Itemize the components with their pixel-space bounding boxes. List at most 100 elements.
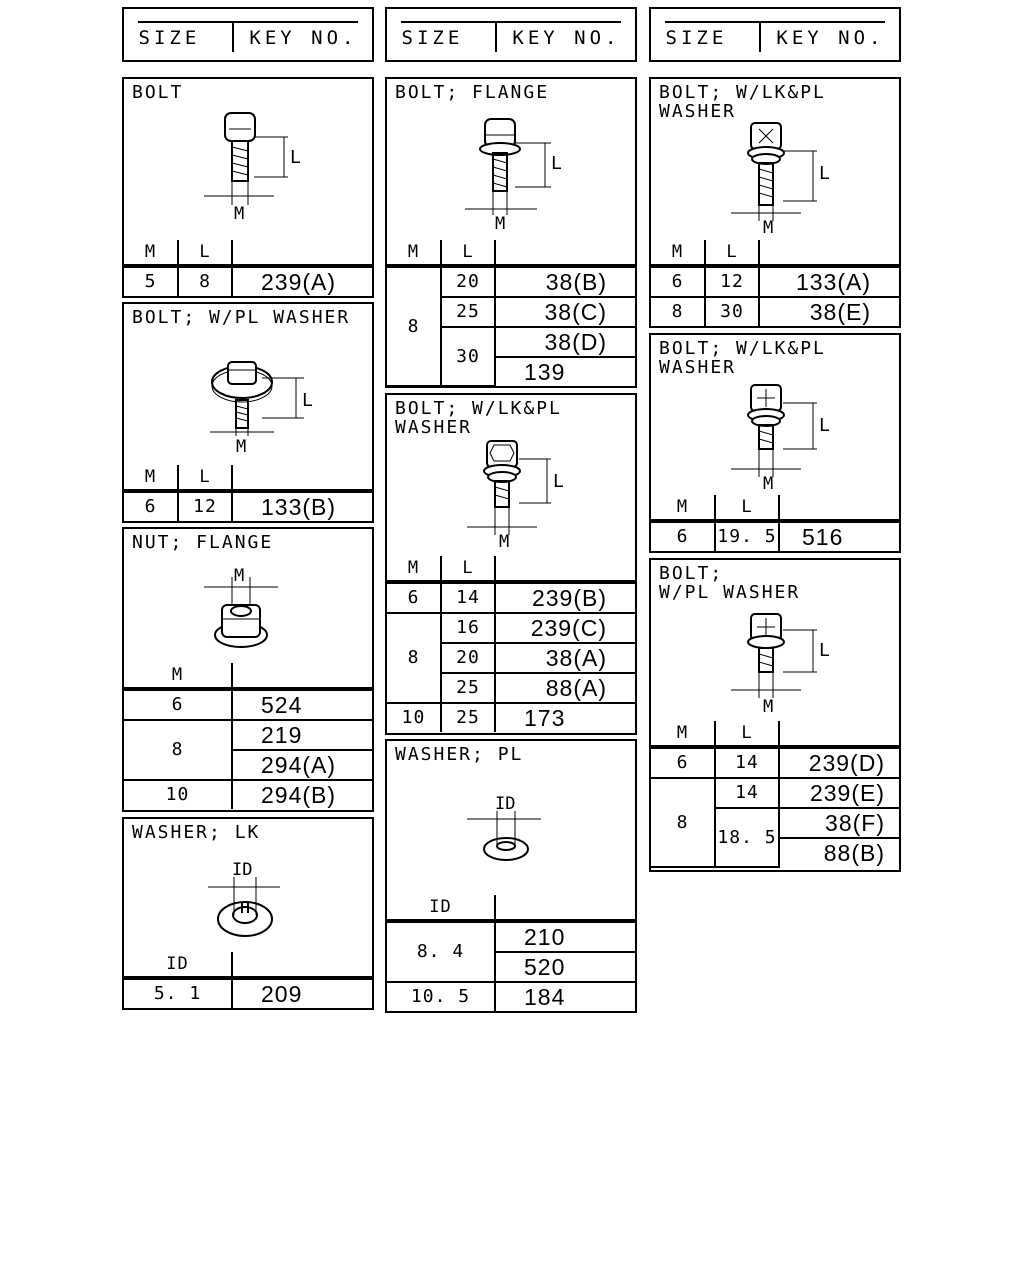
key-no-cell: 38(F) xyxy=(779,808,899,839)
table-cell: 8. 4 xyxy=(387,919,496,983)
key-no-cell: 239(D) xyxy=(779,745,899,779)
table-cell: 10. 5 xyxy=(387,982,496,1011)
header-box-2: SIZE KEY NO. xyxy=(385,7,637,62)
key-no-cell: 294(B) xyxy=(261,782,337,808)
svg-text:M: M xyxy=(763,218,773,238)
flange-bolt-icon: L M xyxy=(465,118,562,234)
key-no-cell: 88(B) xyxy=(823,840,885,866)
key-no-cell: 219 xyxy=(232,720,372,751)
table-cell: 6 xyxy=(387,580,442,614)
svg-text:L: L xyxy=(819,640,830,661)
key-no-cell: 38(C) xyxy=(495,297,635,328)
bolt-with-lock-and-plain-washer-icon: L M xyxy=(731,122,830,238)
table-cell: 25 xyxy=(441,703,496,732)
panel-title: WASHER; PL xyxy=(395,744,524,765)
table-cell: 16 xyxy=(441,613,496,644)
key-no-cell: 139 xyxy=(524,359,566,385)
table-cell: 6 xyxy=(651,264,706,298)
panel-title: BOLT; W/LK&PL WASHER xyxy=(659,82,826,122)
svg-text:L: L xyxy=(553,471,564,492)
table-cell: 8 xyxy=(178,264,233,296)
table-cell: 30 xyxy=(441,327,496,387)
table-cell: 20 xyxy=(441,643,496,674)
key-no-cell: 38(E) xyxy=(809,299,871,325)
svg-text:L: L xyxy=(551,153,562,174)
panel-title: BOLT; W/PL WASHER xyxy=(659,563,801,603)
key-no-cell: 38(A) xyxy=(495,643,635,674)
panel-title: NUT; FLANGE xyxy=(132,532,274,553)
table-cell: 5. 1 xyxy=(124,976,233,1008)
bolt-with-lock-and-plain-washer-icon: L M xyxy=(731,384,830,494)
table-cell: 25 xyxy=(441,673,496,704)
svg-text:L: L xyxy=(302,390,313,411)
table-cell: 12 xyxy=(178,489,233,521)
table-cell: 12 xyxy=(705,264,760,298)
key-no-cell: 524 xyxy=(232,687,372,721)
panel-title: WASHER; LK xyxy=(132,822,261,843)
svg-text:M: M xyxy=(495,214,505,234)
svg-text:ID: ID xyxy=(495,794,515,814)
header-box-3: SIZE KEY NO. xyxy=(649,7,901,62)
table-cell: 30 xyxy=(705,297,760,326)
key-no-label: KEY NO. xyxy=(512,26,621,49)
table-cell: 8 xyxy=(651,778,716,868)
table-cell: 14 xyxy=(715,745,780,779)
panel-title: BOLT xyxy=(132,82,184,103)
key-no-cell: 133(A) xyxy=(759,264,899,298)
size-label: SIZE xyxy=(401,26,464,49)
svg-text:L: L xyxy=(819,163,830,184)
bolt-with-plain-washer-icon: L M xyxy=(731,613,830,717)
svg-text:M: M xyxy=(499,532,509,552)
key-no-cell: 210 xyxy=(495,919,635,953)
table-cell: 6 xyxy=(124,687,233,721)
panel-title: BOLT; W/LK&PL WASHER xyxy=(659,338,826,378)
size-label: SIZE xyxy=(138,26,201,49)
key-no-cell: 239(A) xyxy=(232,264,372,296)
table-cell: 25 xyxy=(441,297,496,328)
panel-title: BOLT; FLANGE xyxy=(395,82,550,103)
table-cell: 8 xyxy=(387,264,442,387)
size-label: SIZE xyxy=(665,26,728,49)
plain-washer-icon: ID xyxy=(467,794,541,861)
key-no-cell: 239(E) xyxy=(779,778,899,809)
table-cell: 19. 5 xyxy=(715,519,780,551)
table-cell: 10 xyxy=(387,703,442,732)
panel-title: BOLT; W/LK&PL WASHER xyxy=(395,398,562,438)
bolt-with-lock-and-plain-washer-icon: L M xyxy=(467,440,564,552)
table-cell: 14 xyxy=(715,778,780,809)
key-no-label: KEY NO. xyxy=(776,26,885,49)
lock-washer-icon: ID xyxy=(208,860,280,937)
key-no-cell: 133(B) xyxy=(232,489,372,521)
key-no-cell: 516 xyxy=(779,519,899,551)
table-cell: 6 xyxy=(651,745,716,779)
svg-text:ID: ID xyxy=(232,860,252,880)
table-cell: 5 xyxy=(124,264,179,296)
svg-text:M: M xyxy=(763,474,773,494)
flange-nut-icon: M xyxy=(204,566,278,648)
table-cell: 8 xyxy=(124,720,233,781)
key-no-cell: 38(B) xyxy=(495,264,635,298)
bolt-icon: L M xyxy=(204,112,301,224)
table-cell: 6 xyxy=(651,519,716,551)
key-no-label: KEY NO. xyxy=(249,26,358,49)
key-no-cell: 88(A) xyxy=(495,673,635,704)
key-no-cell: 209 xyxy=(232,976,372,1008)
header-box-1: SIZE KEY NO. xyxy=(122,7,374,62)
key-no-cell: 294(A) xyxy=(232,750,372,781)
svg-text:M: M xyxy=(236,437,246,457)
